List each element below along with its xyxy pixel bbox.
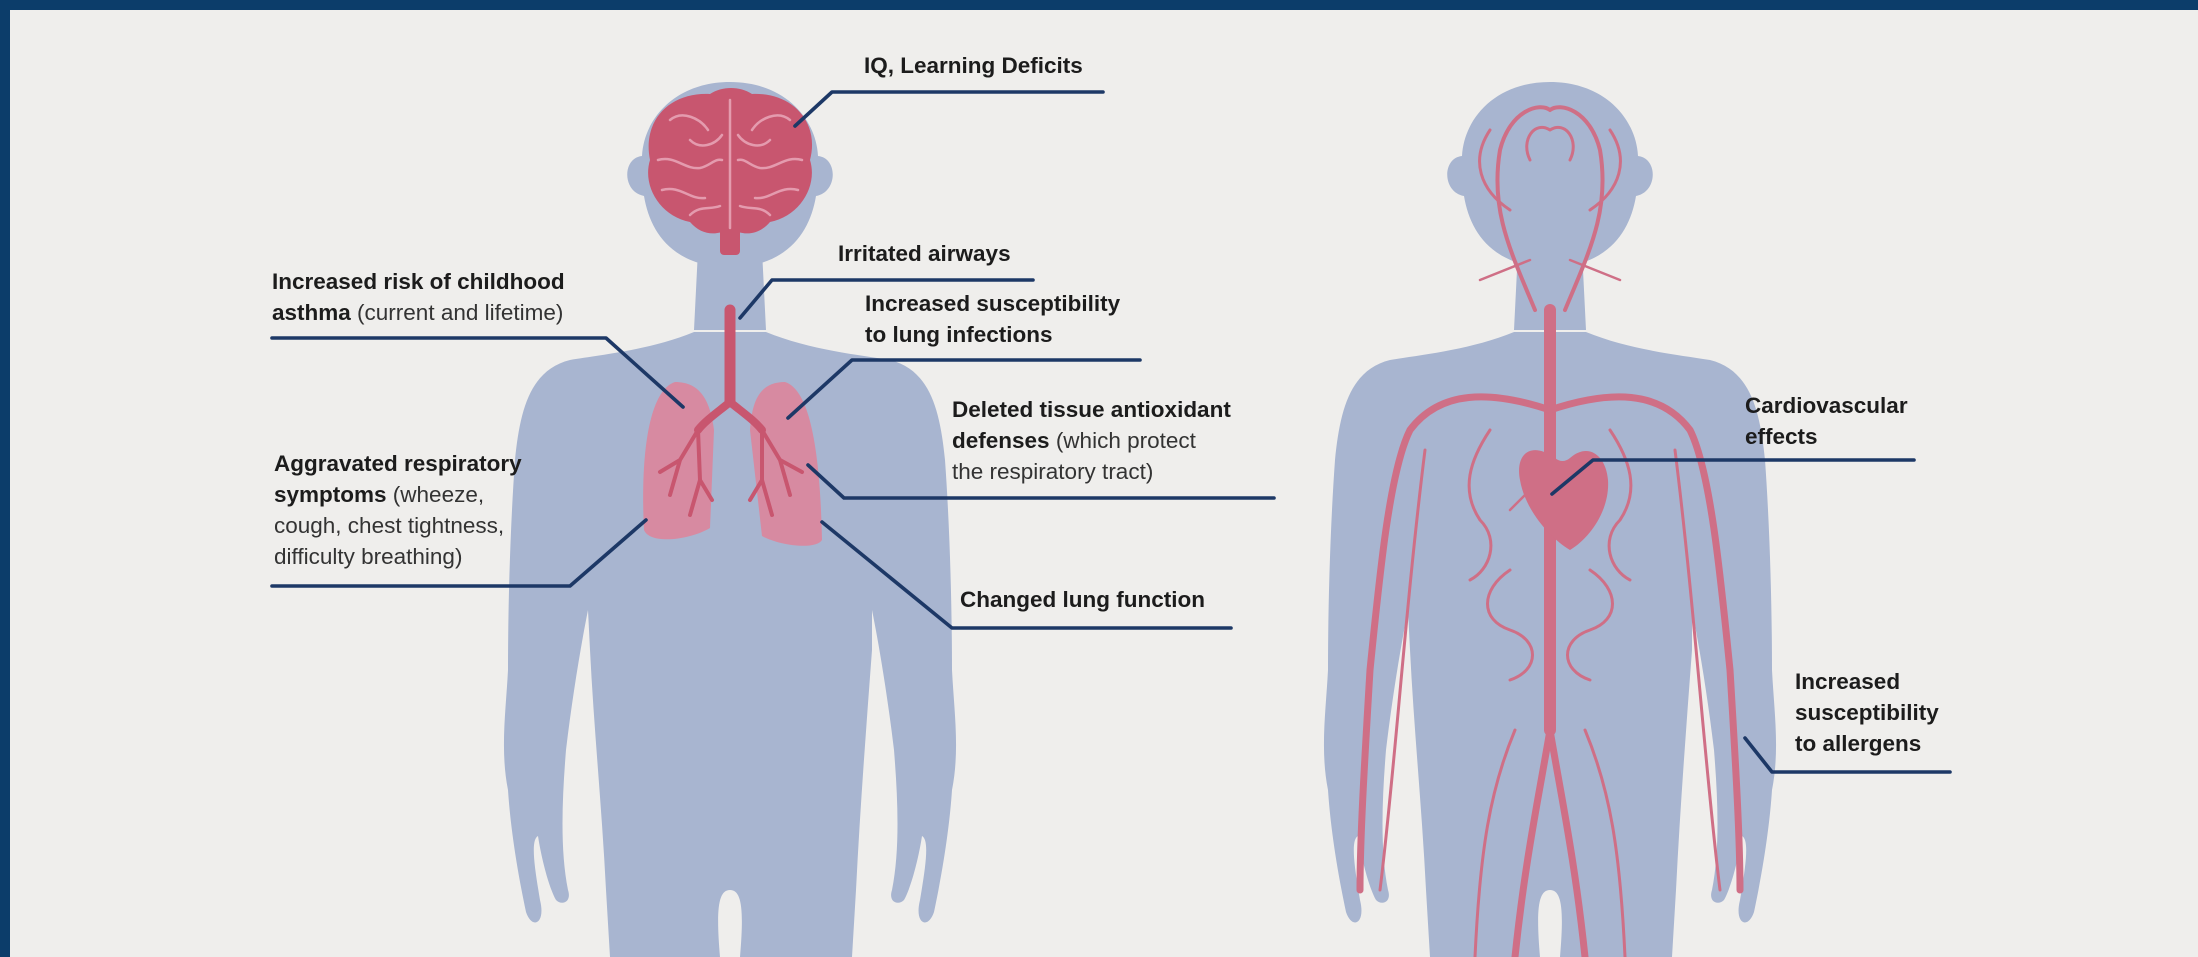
label-allergens-line-1: Increased (1795, 666, 1939, 697)
label-asthma-line-2: asthma (current and lifetime) (272, 297, 565, 328)
label-susceptibility-allergens: Increased susceptibility to allergens (1795, 666, 1939, 759)
label-antioxidant-bold-1: Deleted tissue antioxidant (952, 397, 1231, 422)
label-respiratory-bold-1: Aggravated respiratory (274, 451, 522, 476)
label-allergens-line-2: susceptibility (1795, 697, 1939, 728)
label-cardio-bold-1: Cardiovascular (1745, 393, 1908, 418)
label-asthma-normal-2: (current and lifetime) (351, 300, 564, 325)
label-changed-lung-function: Changed lung function (960, 584, 1205, 615)
label-infections-line-1: Increased susceptibility (865, 288, 1120, 319)
label-asthma-bold-1: Increased risk of childhood (272, 269, 565, 294)
label-antioxidant-line-2: defenses (which protect (952, 425, 1231, 456)
pointer-line-iq (795, 92, 1103, 126)
label-respiratory-line-1: Aggravated respiratory (274, 448, 522, 479)
label-infections-line-2: to lung infections (865, 319, 1120, 350)
label-cardio-bold-2: effects (1745, 424, 1818, 449)
right-child-silhouette (1324, 82, 1776, 957)
label-cardio-line-2: effects (1745, 421, 1908, 452)
label-iq-learning-deficits: IQ, Learning Deficits (864, 50, 1083, 81)
left-child-silhouette (504, 82, 956, 957)
label-cardio-line-1: Cardiovascular (1745, 390, 1908, 421)
label-cardiovascular-effects: Cardiovascular effects (1745, 390, 1908, 452)
label-iq-text: IQ, Learning Deficits (864, 53, 1083, 78)
label-respiratory-normal-4: difficulty breathing) (274, 544, 462, 569)
label-irritated-airways: Irritated airways (838, 238, 1011, 269)
label-respiratory-line-4: difficulty breathing) (274, 541, 522, 572)
label-respiratory-normal-2: (wheeze, (387, 482, 485, 507)
label-allergens-bold-3: to allergens (1795, 731, 1921, 756)
label-antioxidant-defenses: Deleted tissue antioxidant defenses (whi… (952, 394, 1231, 487)
label-asthma-bold-2: asthma (272, 300, 351, 325)
infographic-canvas: IQ, Learning Deficits Irritated airways … (10, 10, 2198, 957)
label-respiratory-symptoms: Aggravated respiratory symptoms (wheeze,… (274, 448, 522, 572)
label-antioxidant-line-3: the respiratory tract) (952, 456, 1231, 487)
label-lung-function-text: Changed lung function (960, 587, 1205, 612)
label-airways-text: Irritated airways (838, 241, 1011, 266)
label-allergens-bold-1: Increased (1795, 669, 1900, 694)
label-antioxidant-normal-3: the respiratory tract) (952, 459, 1153, 484)
label-antioxidant-line-1: Deleted tissue antioxidant (952, 394, 1231, 425)
label-childhood-asthma: Increased risk of childhood asthma (curr… (272, 266, 565, 328)
label-asthma-line-1: Increased risk of childhood (272, 266, 565, 297)
label-infections-bold-1: Increased susceptibility (865, 291, 1120, 316)
label-antioxidant-normal-2: (which protect (1050, 428, 1196, 453)
label-respiratory-line-2: symptoms (wheeze, (274, 479, 522, 510)
label-respiratory-normal-3: cough, chest tightness, (274, 513, 504, 538)
label-lung-infections: Increased susceptibility to lung infecti… (865, 288, 1120, 350)
label-respiratory-bold-2: symptoms (274, 482, 387, 507)
label-antioxidant-bold-2: defenses (952, 428, 1050, 453)
label-respiratory-line-3: cough, chest tightness, (274, 510, 522, 541)
label-allergens-bold-2: susceptibility (1795, 700, 1939, 725)
label-infections-bold-2: to lung infections (865, 322, 1052, 347)
label-allergens-line-3: to allergens (1795, 728, 1939, 759)
